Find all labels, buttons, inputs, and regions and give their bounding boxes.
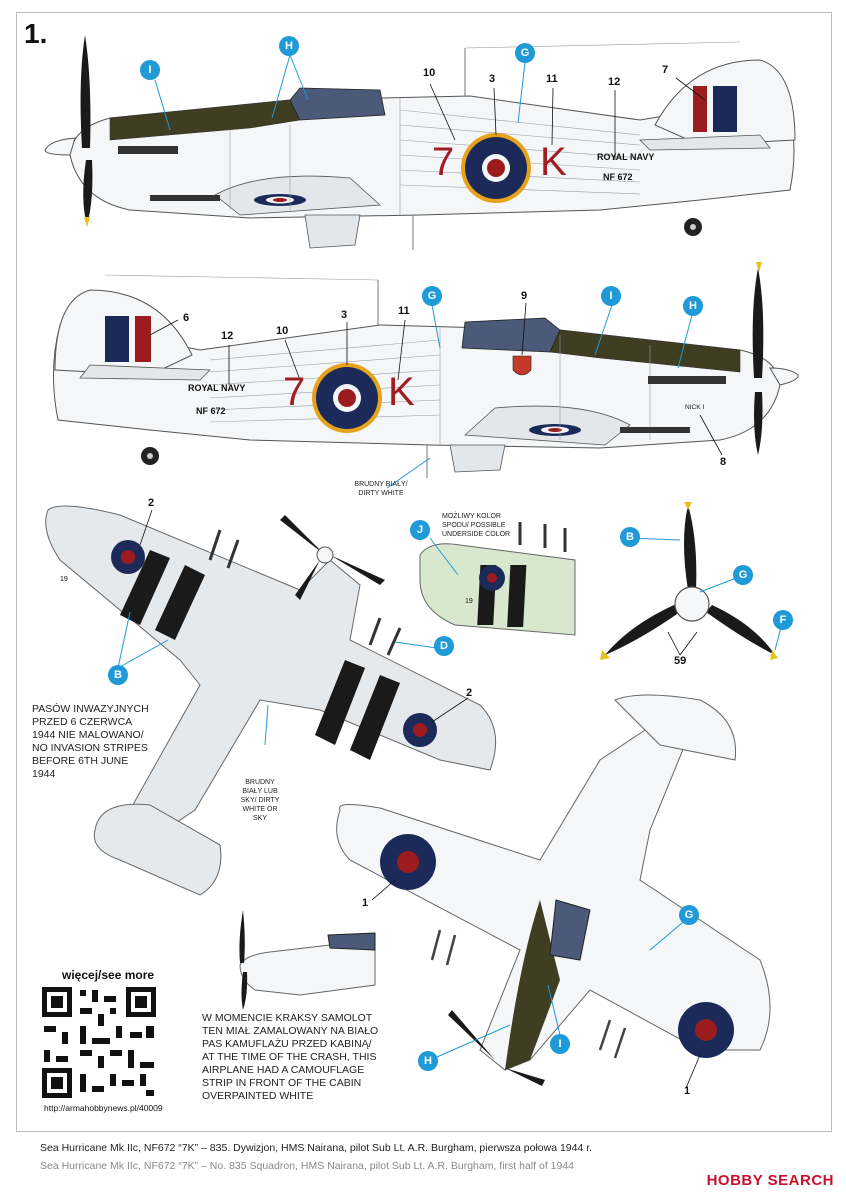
callout-i-3: I [550, 1034, 570, 1054]
part-number-11: 11 [546, 73, 558, 85]
code-letter-left-2: 7 [283, 370, 306, 414]
code-letter-left: 7 [432, 140, 455, 184]
profile-left-view [44, 35, 796, 250]
part-number-10: 10 [423, 67, 436, 79]
callout-b-2: B [108, 665, 128, 685]
callout-i-2: I [601, 286, 621, 306]
callout-g-4: G [679, 905, 699, 925]
caption-polish: Sea Hurricane Mk IIc, NF672 “7K” – 835. … [40, 1142, 593, 1154]
part-number-12: 12 [608, 76, 621, 88]
part-number-7: 7 [662, 64, 669, 76]
royal-navy-text: ROYAL NAVY [597, 152, 655, 162]
upper-view [336, 694, 771, 1086]
propeller-front-view [600, 502, 778, 660]
part-number-10-2: 10 [276, 325, 289, 337]
code-letter-right: K [540, 140, 567, 184]
callout-b: B [620, 527, 640, 547]
part-number-8: 8 [720, 456, 727, 468]
alt-underwing-panel [419, 522, 576, 636]
crash-note-profile [239, 910, 376, 1010]
callout-h-2: H [683, 296, 703, 316]
part-number-3: 3 [489, 73, 496, 85]
serial-text-2: NF 672 [196, 406, 226, 416]
part-number-12-2: 12 [221, 330, 234, 342]
qr-url-link[interactable]: http://armahobbynews.pl/40009 [44, 1103, 163, 1113]
note-dirty-white-or-sky: BRUDNY BIAŁY LUB SKY/ DIRTY WHITE OR SKY [240, 779, 280, 822]
part-number-59: 59 [674, 655, 687, 667]
callout-j: J [410, 520, 430, 540]
part-number-2-2: 2 [466, 687, 473, 699]
part-number-9: 9 [521, 290, 528, 302]
part-number-2: 2 [148, 497, 155, 509]
profile-right-view [53, 262, 799, 478]
note-possible-underside: MOŻLIWY KOLOR SPODU/ POSSIBLE UNDERSIDE … [442, 513, 511, 538]
underwing-serial: 19 [60, 576, 68, 583]
callout-d: D [434, 636, 454, 656]
watermark-logo: HOBBY SEARCH [706, 1172, 834, 1189]
callout-g-3: G [733, 565, 753, 585]
part-number-11-2: 11 [398, 305, 410, 317]
part-number-6: 6 [183, 312, 190, 324]
qr-code[interactable] [40, 985, 158, 1100]
callout-h: H [279, 36, 299, 56]
note-crash: W MOMENCIE KRAKSY SAMOLOT TEN MIAŁ ZAMAL… [202, 1012, 379, 1102]
callout-f: F [773, 610, 793, 630]
part-number-3-2: 3 [341, 309, 348, 321]
part-number-1-2: 1 [684, 1085, 691, 1097]
sheet-number: 1. [24, 18, 48, 49]
serial-text: NF 672 [603, 172, 633, 182]
part-number-1: 1 [362, 897, 369, 909]
note-no-invasion-stripes: PASÓW INWAZYJNYCH PRZED 6 CZERWCA 1944 N… [32, 703, 149, 780]
nickname-text: NICK I [685, 404, 705, 411]
page-frame [16, 12, 832, 1132]
note-dirty-white: BRUDNY BIAŁY/ DIRTY WHITE [354, 481, 408, 497]
callout-g-2: G [422, 286, 442, 306]
code-letter-right-2: K [388, 370, 415, 414]
number-leaders [139, 77, 723, 1089]
qr-title: więcej/see more [62, 968, 155, 982]
callout-g: G [515, 43, 535, 63]
underside-view [45, 505, 497, 896]
royal-navy-text-2: ROYAL NAVY [188, 383, 246, 393]
callout-i: I [140, 60, 160, 80]
callout-h-3: H [418, 1051, 438, 1071]
caption-english: Sea Hurricane Mk IIc, NF672 “7K” – No. 8… [40, 1160, 575, 1172]
alt-underwing-serial: 19 [465, 598, 473, 605]
